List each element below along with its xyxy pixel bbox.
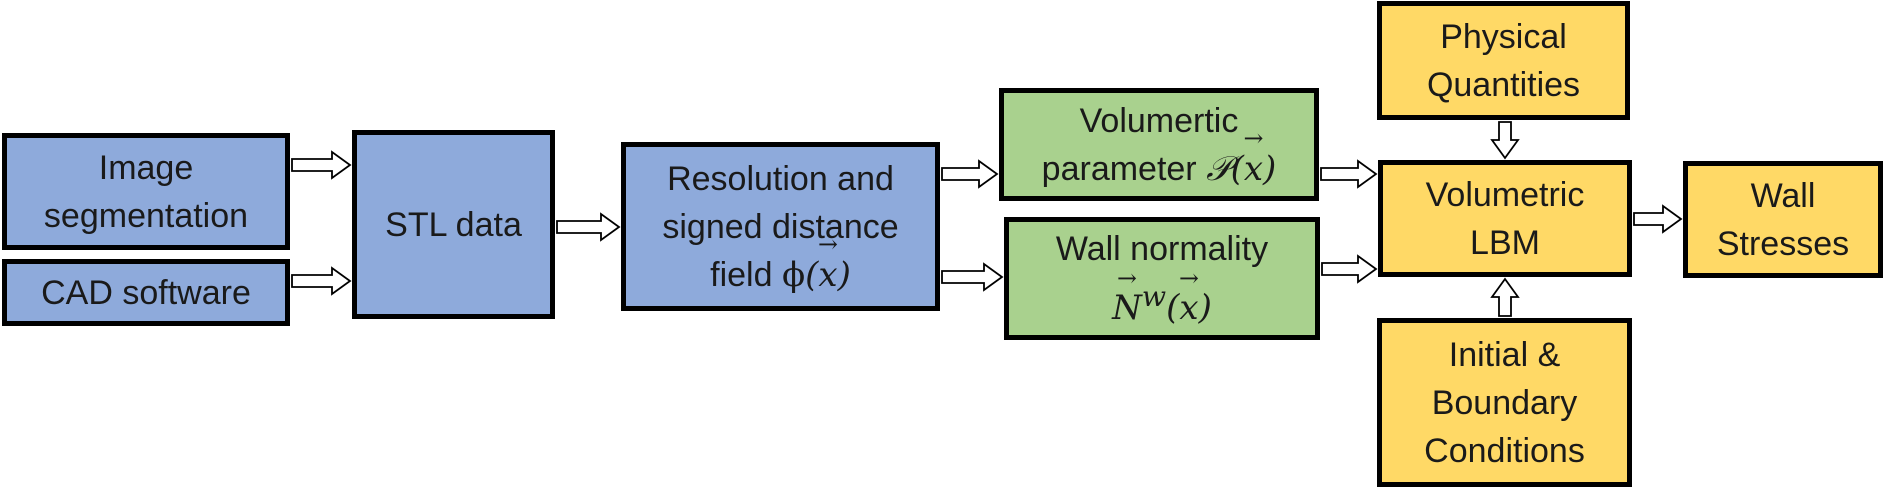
arrow-initial-boundary-to-lbm [1490, 277, 1520, 317]
wall-normality-box: Wall normality Nw(x) [1004, 217, 1320, 340]
physical-quantities-line2: Quantities [1426, 65, 1581, 104]
initial-boundary-line3: Conditions [1424, 431, 1585, 470]
initial-boundary-line2: Boundary [1431, 383, 1578, 422]
phi-paren-open: ( [805, 254, 819, 295]
phi-paren-close: ) [837, 254, 851, 295]
arrow-cad-software-to-stl [291, 266, 352, 296]
volumetric-parameter-line2: parameter 𝒫(x) [1042, 145, 1277, 193]
volumetric-lbm-line1: Volumetric [1425, 175, 1585, 214]
n-paren-close: ) [1198, 287, 1212, 328]
volumetric-lbm-box: Volumetric LBM [1378, 160, 1632, 277]
arrow-wall-normality-to-lbm [1321, 254, 1378, 284]
p-symbol: 𝒫 [1206, 148, 1231, 189]
arrow-sdf-to-wall-normality [941, 262, 1004, 292]
volumetric-parameter-box: Volumertic parameter 𝒫(x) [999, 88, 1319, 201]
arrow-stl-to-resolution-sdf [556, 212, 621, 242]
wall-stresses-box: Wall Stresses [1683, 161, 1883, 278]
n-x-vector: x [1179, 284, 1198, 332]
arrow-sdf-to-volumetric-parameter [941, 159, 999, 189]
image-segmentation-box: Image segmentation [2, 133, 290, 250]
cad-software-label: CAD software [41, 273, 251, 312]
stl-data-label: STL data [385, 205, 522, 244]
physical-quantities-line1: Physical [1440, 17, 1567, 56]
image-segmentation-line1: Image [98, 148, 194, 187]
resolution-sdf-box: Resolution and signed distance field ϕ(x… [621, 142, 940, 311]
arrow-lbm-to-wall-stresses [1633, 204, 1683, 234]
arrow-volumetric-parameter-to-lbm [1320, 159, 1378, 189]
n-paren-open: ( [1166, 287, 1180, 328]
wall-stresses-line2: Stresses [1716, 224, 1850, 263]
phi-x-vector: x [818, 251, 837, 299]
image-segmentation-line2: segmentation [43, 196, 249, 235]
volumetric-lbm-line2: LBM [1470, 223, 1540, 262]
stl-data-box: STL data [352, 130, 555, 319]
p-paren-open: ( [1230, 148, 1244, 189]
resolution-sdf-line3: field ϕ(x) [710, 251, 851, 299]
cad-software-box: CAD software [2, 259, 290, 326]
resolution-sdf-line2: signed distance [662, 207, 899, 246]
initial-boundary-box: Initial & Boundary Conditions [1377, 318, 1632, 487]
resolution-sdf-line3-text: field [710, 255, 782, 294]
initial-boundary-line1: Initial & [1448, 335, 1561, 374]
arrow-image-segmentation-to-stl [291, 150, 352, 180]
wall-stresses-line1: Wall [1750, 176, 1816, 215]
physical-quantities-box: Physical Quantities [1377, 1, 1630, 120]
n-vector-symbol: N [1112, 284, 1142, 332]
p-x-vector: x [1244, 145, 1263, 193]
phi-symbol: ϕ [781, 254, 806, 295]
resolution-sdf-line1: Resolution and [667, 159, 894, 198]
volumetric-parameter-line2-text: parameter [1041, 149, 1207, 188]
arrow-physical-quantities-to-lbm [1490, 121, 1520, 160]
volumetric-parameter-line1: Volumertic [1079, 101, 1239, 140]
wall-normality-line2: Nw(x) [1112, 273, 1212, 331]
wall-normality-line1: Wall normality [1055, 230, 1269, 269]
n-superscript: w [1141, 280, 1167, 314]
p-paren-close: ) [1263, 148, 1277, 189]
